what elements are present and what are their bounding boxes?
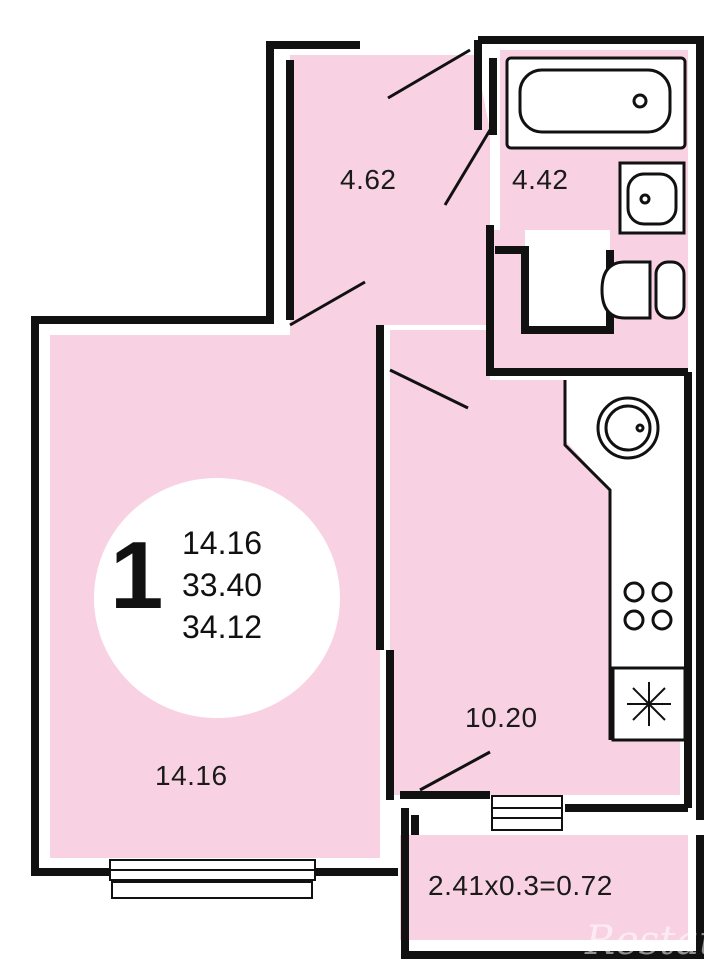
door-swings bbox=[289, 48, 492, 792]
bedroom-window bbox=[109, 859, 316, 899]
watermark-logo: Restate bbox=[585, 918, 725, 964]
wall-balcony bbox=[401, 808, 704, 959]
summary-areas: 14.16 33.40 34.12 bbox=[182, 522, 262, 648]
bedroom-area-label: 14.16 bbox=[155, 760, 228, 791]
toilet-icon bbox=[600, 260, 686, 320]
wall-top-right-outer bbox=[478, 36, 704, 820]
wall-bath-bottom bbox=[486, 225, 688, 376]
refrigerator-icon bbox=[611, 666, 687, 742]
kitchen-sink-icon bbox=[596, 396, 660, 460]
hall-area bbox=[290, 55, 490, 335]
stove-icon bbox=[623, 581, 673, 631]
kitchen-area-label: 10.20 bbox=[465, 702, 538, 733]
balcony-area bbox=[400, 835, 688, 940]
room-count: 1 bbox=[110, 522, 164, 629]
summary-total-area: 33.40 bbox=[182, 567, 263, 603]
balcony-area-label: 2.41x0.3=0.72 bbox=[428, 870, 613, 901]
hall-area-label: 4.62 bbox=[340, 164, 397, 195]
wall-outer-left bbox=[31, 41, 360, 876]
bathtub-icon bbox=[505, 56, 687, 150]
summary-total-with-balcony: 34.12 bbox=[182, 609, 263, 645]
summary-badge bbox=[94, 478, 340, 718]
summary-living-area: 14.16 bbox=[182, 525, 263, 561]
kitchen-area bbox=[390, 330, 680, 795]
bathroom-area-label: 4.42 bbox=[512, 164, 569, 195]
balcony-door bbox=[491, 795, 563, 831]
sink-icon bbox=[618, 161, 686, 235]
kitchen-counter bbox=[563, 380, 612, 740]
